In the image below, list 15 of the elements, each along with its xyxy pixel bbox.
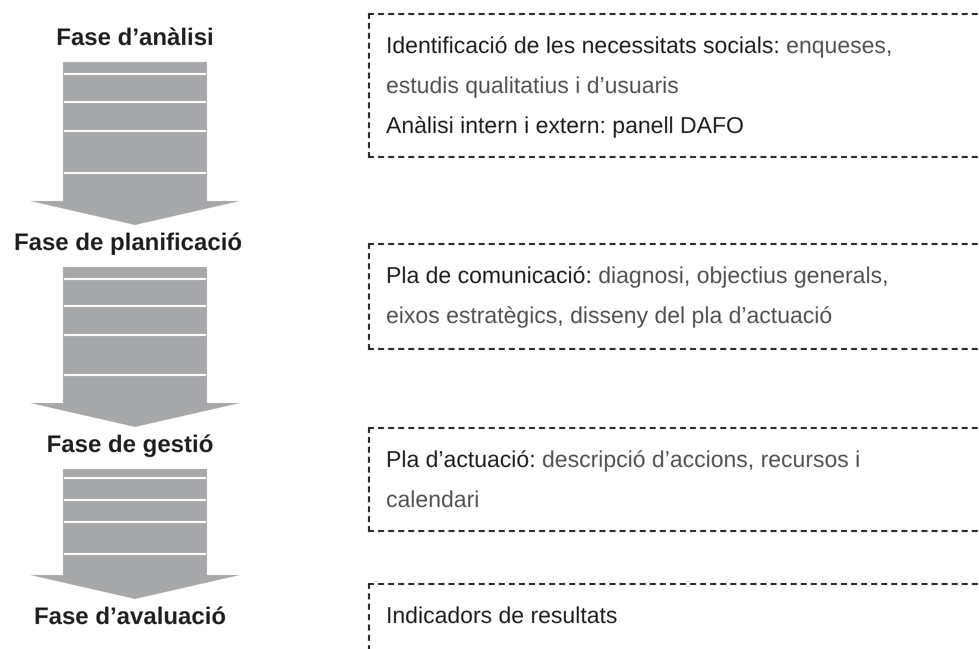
dashed-text-box xyxy=(368,427,979,532)
phase-label: Fase d’avaluació xyxy=(34,602,226,632)
striped-block-arrow xyxy=(30,267,240,427)
description-text: Pla de comunicació: diagnosi, objectius generals, eixos estratègics, disseny del pla d’actuació xyxy=(386,261,890,330)
description-text: Identificació de les necessitats socials: enqueses, estudis qualitatius i d’usuaris xyxy=(386,31,894,100)
description-text: Pla d’actuació: descripció d’accions, recursos i calendari xyxy=(386,445,862,514)
phase-label: Fase de gestió xyxy=(46,430,214,460)
dashed-text-box xyxy=(368,243,979,350)
phase-label: Fase de planificació xyxy=(14,228,242,258)
dashed-text-box xyxy=(368,13,979,158)
striped-block-arrow xyxy=(30,469,240,599)
description-text: Anàlisi intern i extern: panell DAFO xyxy=(386,111,745,140)
description-text: Indicadors de resultats xyxy=(386,601,618,630)
striped-block-arrow xyxy=(30,62,240,225)
phase-label: Fase d’anàlisi xyxy=(56,23,214,53)
